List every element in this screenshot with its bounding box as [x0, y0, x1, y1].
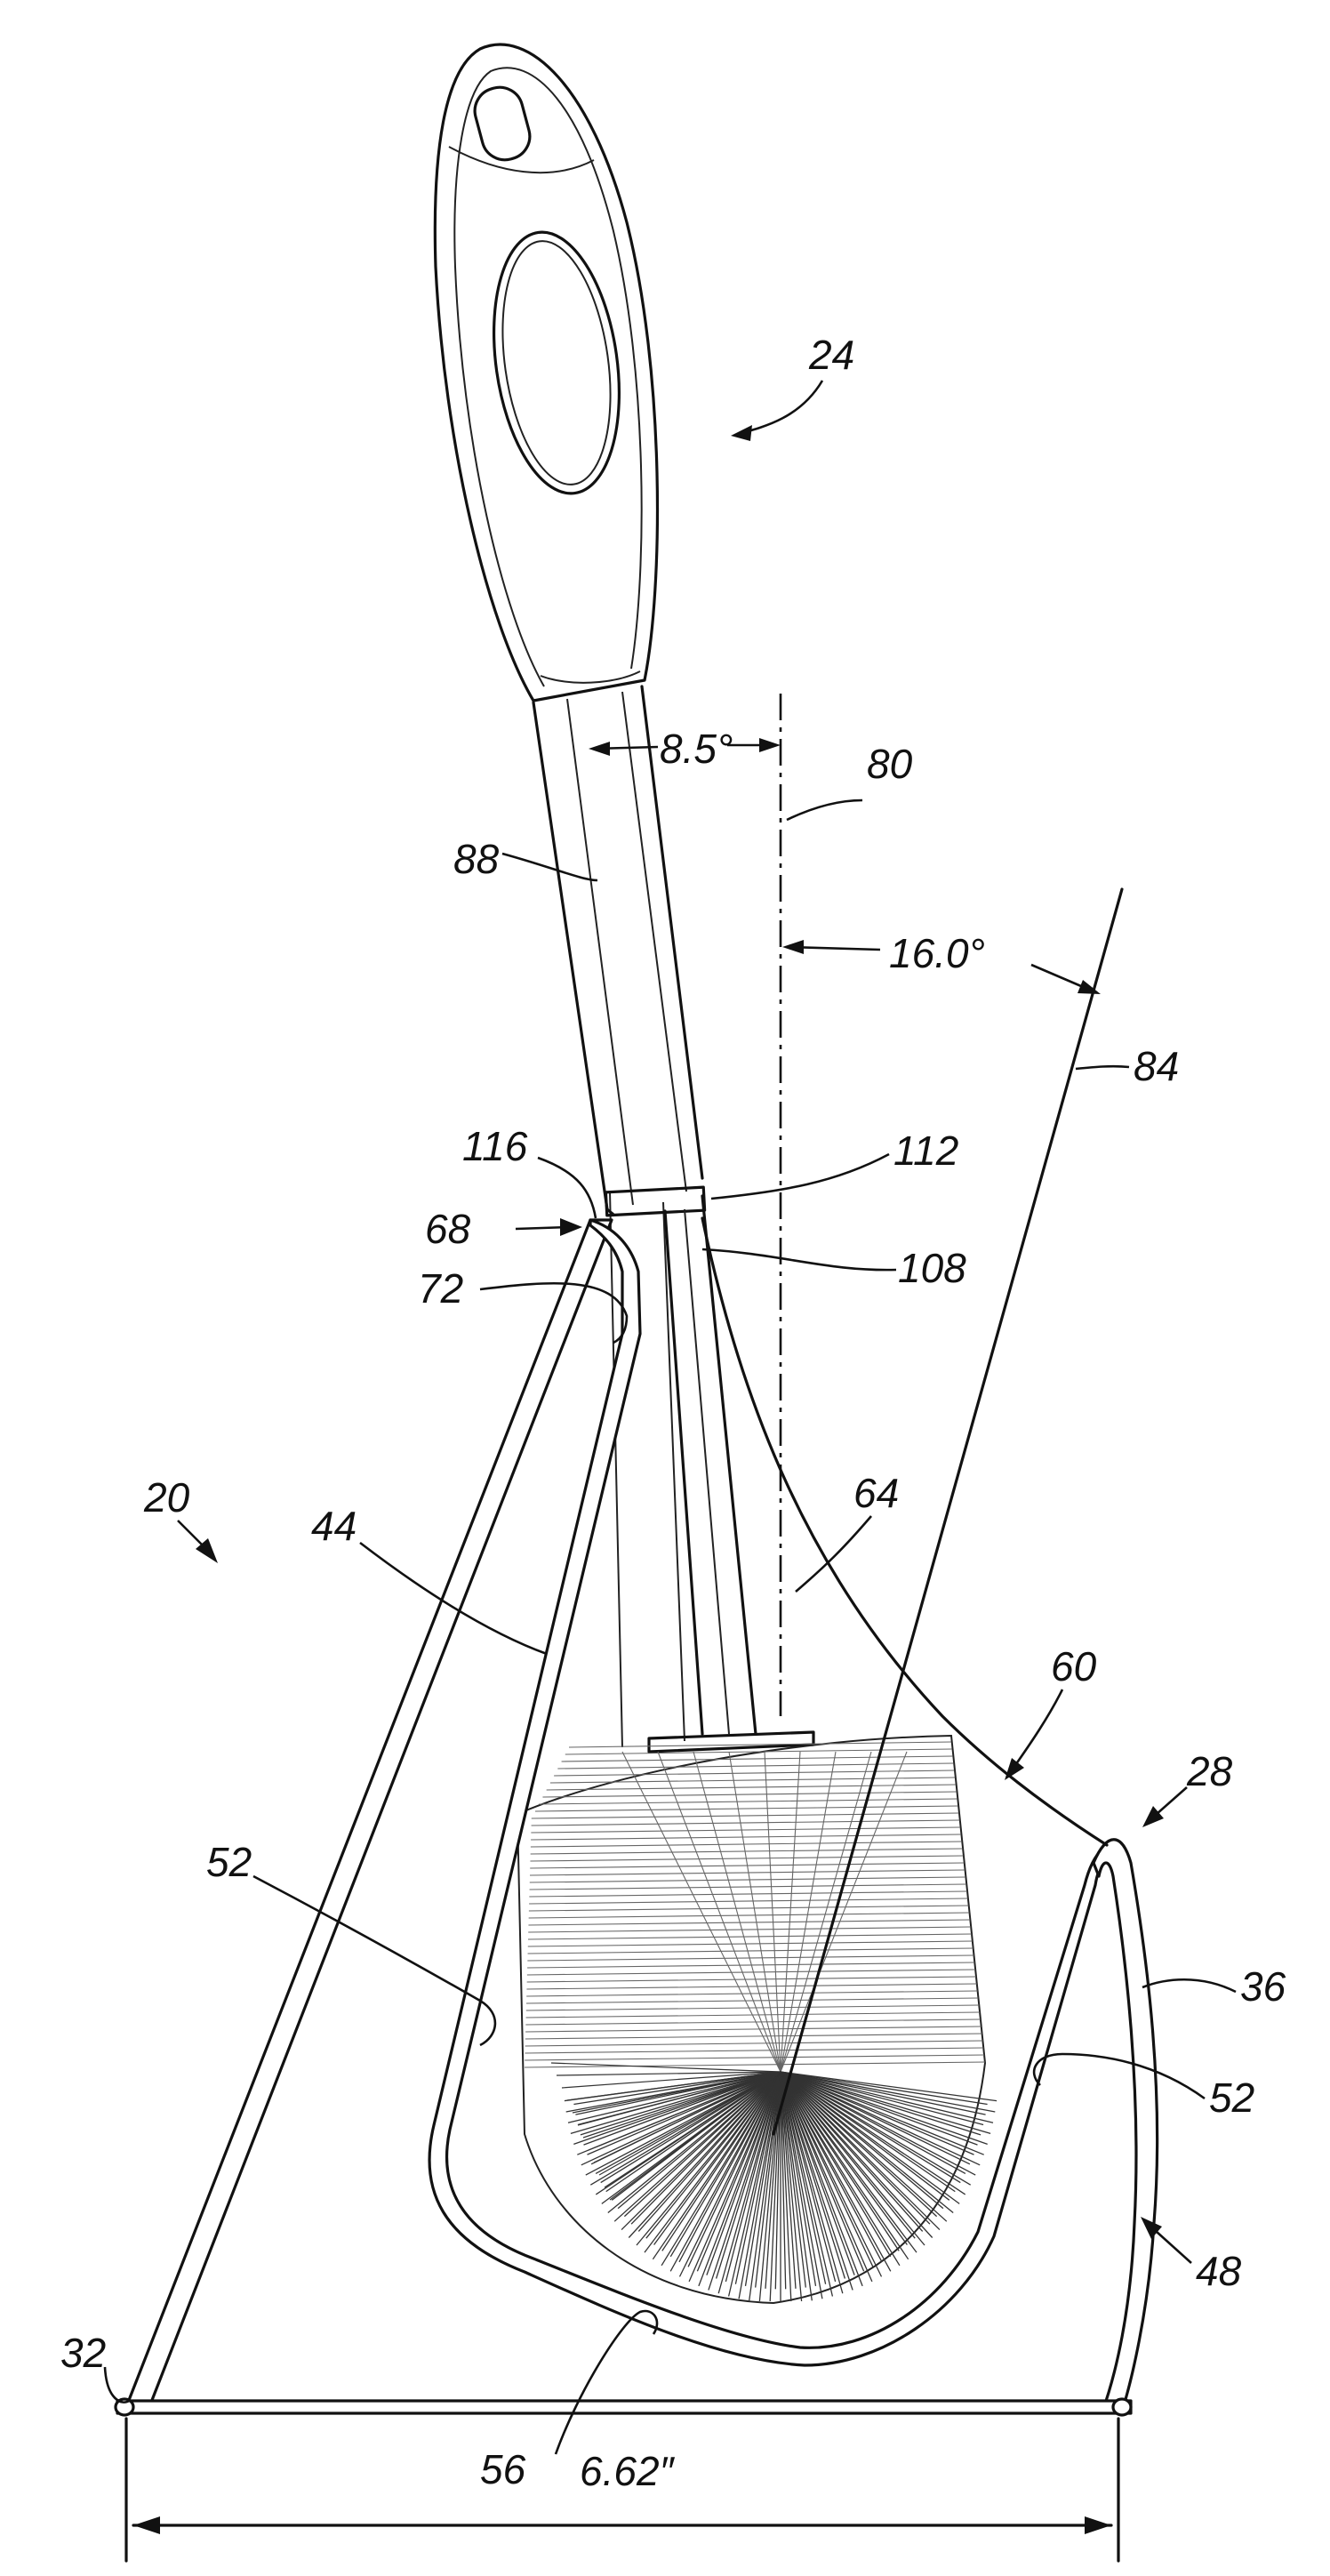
label-28: 28 — [1186, 1748, 1233, 1794]
label-52-left: 52 — [206, 1839, 252, 1885]
label-52-right: 52 — [1209, 2074, 1254, 2121]
label-84: 84 — [1134, 1043, 1179, 1089]
label-116: 116 — [462, 1123, 528, 1169]
label-48: 48 — [1196, 2248, 1242, 2294]
label-base-width: 6.62″ — [580, 2448, 676, 2494]
label-24: 24 — [808, 332, 854, 378]
label-16-0-degrees: 16.0° — [889, 930, 985, 976]
label-8-5-degrees: 8.5° — [660, 726, 733, 772]
handle-shaft — [533, 686, 705, 1747]
labels: 24 8.5° 80 88 16.0° 84 116 112 68 108 72… — [60, 332, 1286, 2494]
label-32: 32 — [60, 2330, 106, 2376]
label-88: 88 — [453, 836, 500, 882]
label-68: 68 — [425, 1206, 471, 1252]
label-80: 80 — [867, 741, 913, 787]
label-44: 44 — [311, 1503, 357, 1549]
brush-head — [517, 1736, 997, 2303]
handle-loop — [435, 44, 657, 701]
label-36: 36 — [1240, 1963, 1286, 2010]
label-72: 72 — [418, 1265, 463, 1312]
label-108: 108 — [898, 1245, 966, 1291]
label-20: 20 — [143, 1474, 190, 1521]
leader-lines — [105, 381, 1236, 2454]
label-60: 60 — [1051, 1643, 1097, 1689]
dim-arrow-left — [133, 2516, 160, 2534]
dim-arrow-right — [1085, 2516, 1111, 2534]
label-64: 64 — [853, 1470, 899, 1516]
label-56: 56 — [480, 2446, 526, 2492]
label-112: 112 — [893, 1128, 958, 1174]
